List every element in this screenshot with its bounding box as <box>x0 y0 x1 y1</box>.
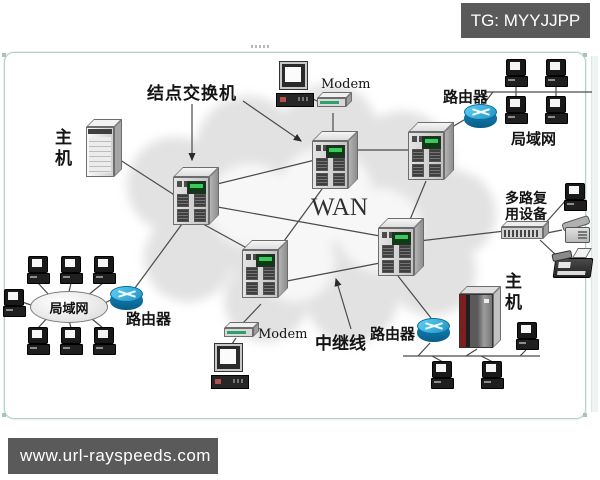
computer-icon <box>481 361 504 389</box>
switch-lcd-display <box>392 232 411 245</box>
trunk-line-label: 中继线 <box>315 334 366 353</box>
host-right-label: 主机 <box>505 272 522 312</box>
lan-ellipse: 局域网 <box>30 291 108 323</box>
fax-machine-icon <box>551 248 594 280</box>
switch-lcd-display <box>187 181 206 194</box>
computer-icon <box>93 327 116 355</box>
corner-handle <box>2 413 6 417</box>
node-switch-top-center-icon <box>312 131 359 190</box>
switch-lcd-display <box>326 145 345 158</box>
artifact-dots <box>251 45 269 48</box>
corner-handle <box>583 413 587 417</box>
host-server-left-icon <box>86 119 122 179</box>
host-left-label: 主机 <box>55 128 72 168</box>
page-edge-artifact <box>591 56 598 412</box>
terminal-icon <box>564 183 587 211</box>
router-bottom-left-label: 路由器 <box>126 311 172 328</box>
wan-label: WAN <box>311 194 368 221</box>
computer-icon <box>27 256 50 284</box>
node-switch-left-icon <box>173 167 220 226</box>
router-bottom-right-icon <box>417 317 450 344</box>
computer-icon <box>545 59 568 87</box>
computer-icon <box>545 96 568 124</box>
modem-top-label: Modem <box>321 77 371 92</box>
node-switch-top-right-icon <box>408 122 455 181</box>
switch-lcd-display <box>422 136 441 149</box>
computer-icon <box>431 361 454 389</box>
computer-icon <box>27 327 50 355</box>
router-top-right-label: 路由器 <box>443 89 489 106</box>
workstation-top-icon <box>276 61 314 108</box>
router-top-right-icon <box>464 103 497 130</box>
workstation-bottom-icon <box>211 343 249 390</box>
modem-bottom-label: Modem <box>258 327 308 342</box>
computer-icon <box>505 59 528 87</box>
corner-handle <box>2 53 6 57</box>
monitor-screen <box>214 343 243 372</box>
computer-icon <box>93 256 116 284</box>
modem-top-icon <box>317 92 353 108</box>
router-bottom-right-label: 路由器 <box>370 326 416 343</box>
node-switch-bottom-center-icon <box>242 240 289 299</box>
computer-icon <box>3 289 26 317</box>
telephone-icon <box>561 214 591 244</box>
computer-icon <box>505 96 528 124</box>
corner-handle <box>583 53 587 57</box>
monitor-screen <box>279 61 308 90</box>
computer-icon <box>60 327 83 355</box>
multiplexer-label: 多路复用设备 <box>505 190 547 222</box>
modem-bottom-icon <box>224 322 260 338</box>
lan-top-right-label: 局域网 <box>511 131 557 148</box>
router-bottom-left-icon <box>110 285 143 312</box>
computer-icon <box>60 256 83 284</box>
multiplexer-icon <box>501 221 551 241</box>
switch-lcd-display <box>256 254 275 267</box>
computer-icon <box>516 322 539 350</box>
host-server-right-icon <box>459 286 503 350</box>
watermark-top-right: TG: MYYJJPP <box>461 3 590 38</box>
node-switch-center-right-icon <box>378 218 425 277</box>
watermark-bottom-left: www.url-rayspeeds.com <box>8 438 218 474</box>
node-switch-label: 结点交换机 <box>147 84 237 103</box>
